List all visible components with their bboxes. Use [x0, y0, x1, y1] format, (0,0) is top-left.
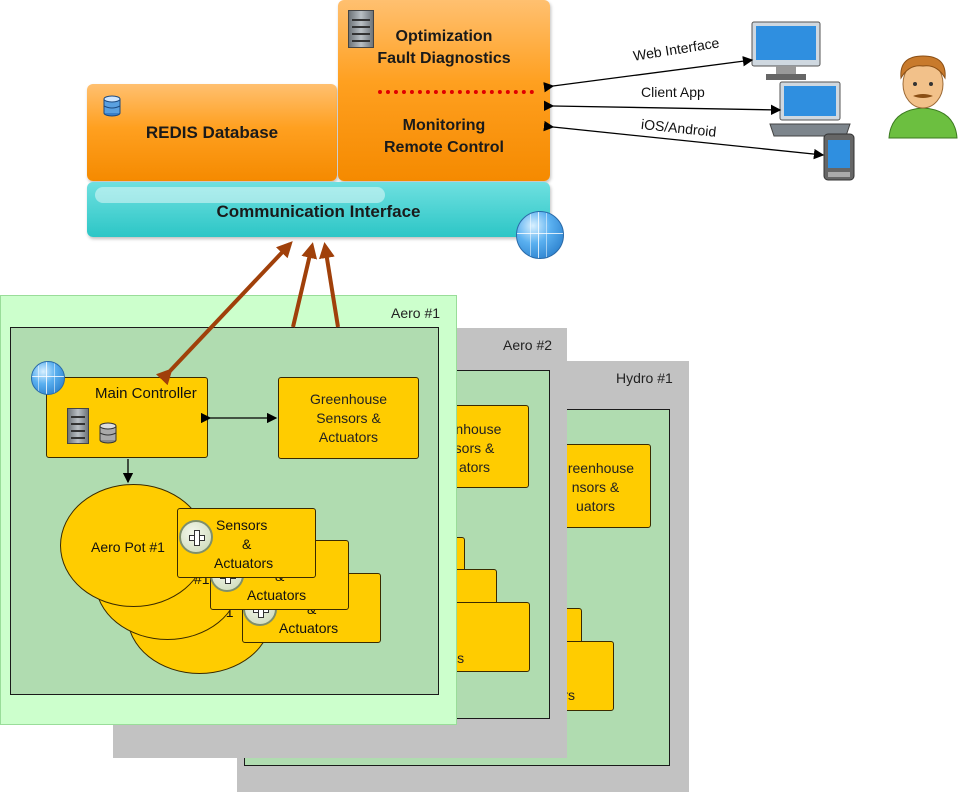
- desktop-computer-icon: [751, 21, 821, 80]
- laptop-icon: [769, 81, 851, 137]
- globe-icon: [516, 211, 564, 259]
- aero-2-title: Aero #2: [503, 337, 553, 353]
- redis-database-label: REDIS Database: [145, 123, 279, 142]
- client-app-link: [543, 100, 782, 116]
- hydro-1-greenhouse-box: Greenhouse nsors & uators: [540, 444, 651, 528]
- main-controller-label: Main Controller: [95, 385, 197, 402]
- greenhouse-sensors-box: Greenhouse Sensors & Actuators: [278, 377, 419, 459]
- hydro-1-title: Hydro #1: [616, 370, 673, 386]
- smartphone-icon: [823, 133, 855, 181]
- web-interface-link: [543, 56, 754, 93]
- aero-1-title: Aero #1: [391, 305, 441, 321]
- server-icon: [67, 408, 89, 444]
- main-controller-box: Main Controller: [46, 377, 208, 458]
- monitoring-label: Monitoring: [402, 117, 486, 134]
- dotted-separator: [378, 90, 534, 94]
- optimization-label: Optimization: [395, 28, 493, 45]
- web-interface-label: Web Interface: [632, 34, 721, 64]
- ios-android-label: iOS/Android: [640, 116, 718, 140]
- control-server-block: Optimization Fault Diagnostics Monitorin…: [338, 0, 550, 181]
- plus-icon-front: [179, 520, 213, 554]
- database-icon: [99, 422, 117, 444]
- fault-diagnostics-label: Fault Diagnostics: [377, 50, 511, 67]
- communication-interface-label: Communication Interface: [216, 202, 421, 221]
- client-app-label: Client App: [641, 84, 705, 100]
- aero-pot-label: Aero Pot #1: [91, 539, 165, 555]
- user-avatar-icon: [888, 55, 958, 139]
- communication-interface-bar: Communication Interface: [87, 182, 550, 237]
- remote-control-label: Remote Control: [384, 139, 504, 156]
- server-icon: [348, 10, 374, 48]
- globe-icon: [31, 361, 65, 395]
- redis-database-block: REDIS Database: [87, 84, 337, 181]
- database-icon: [103, 95, 121, 117]
